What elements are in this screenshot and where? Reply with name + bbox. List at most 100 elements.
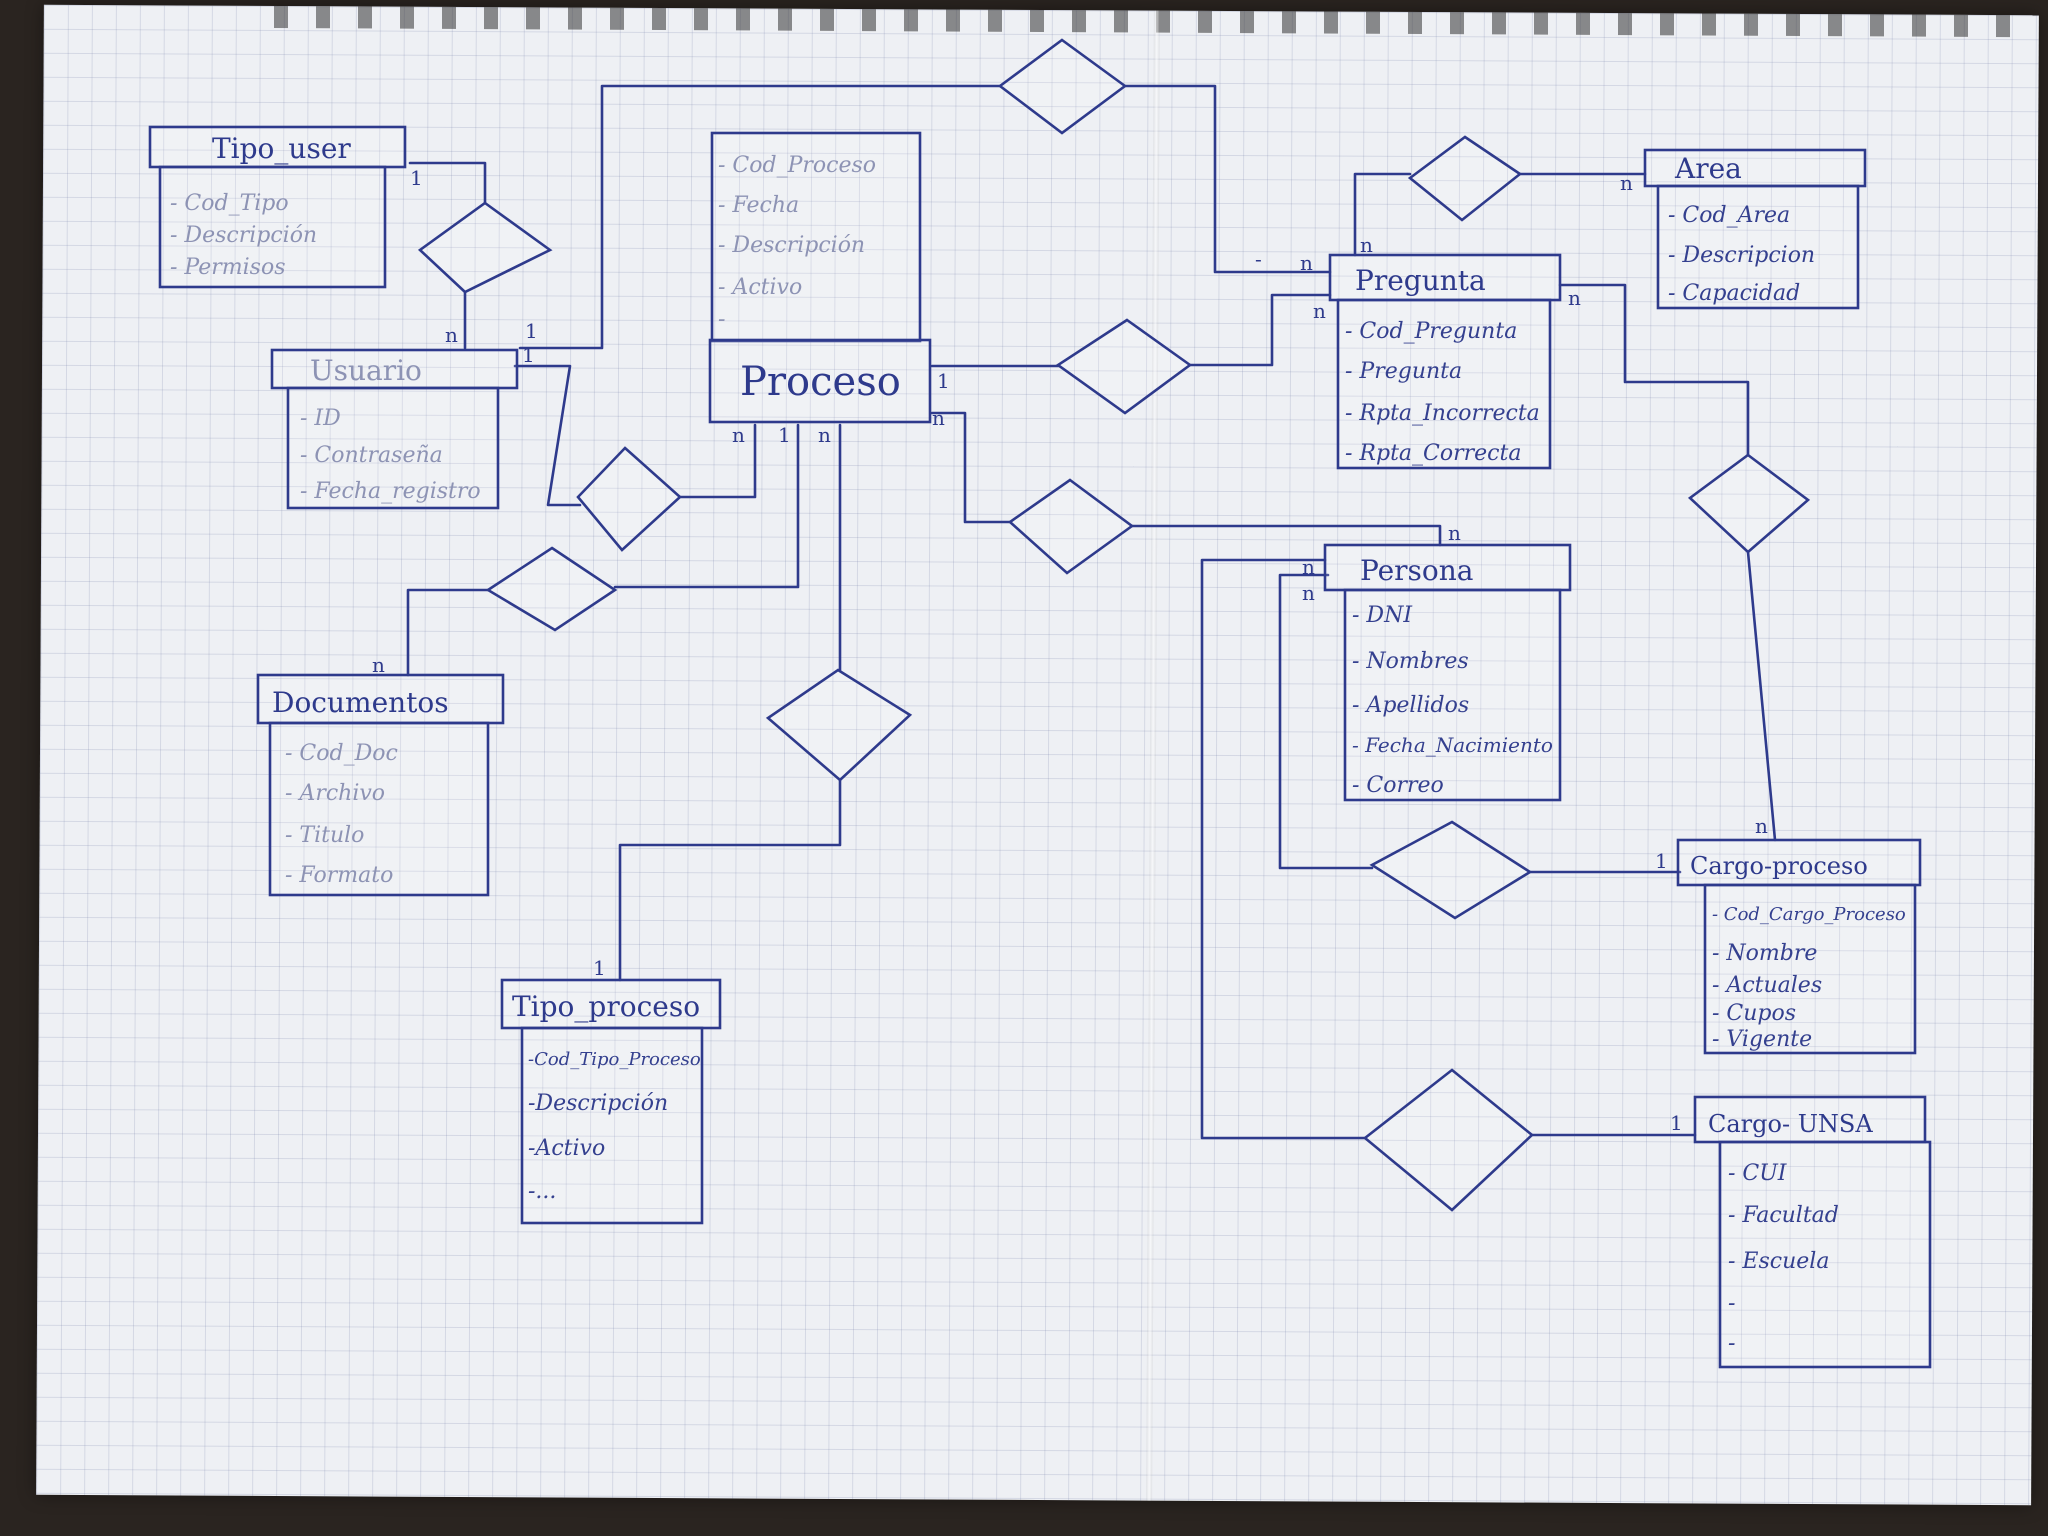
entity-title: Tipo_user (212, 132, 351, 165)
cardinality-label: 1 (1670, 1111, 1683, 1135)
entity-attribute: - Contraseña (300, 443, 443, 468)
cardinality-label: - (1255, 247, 1262, 271)
line-proceso-tipo-proceso (618, 423, 842, 982)
relationship-diamond (485, 546, 618, 632)
entity-proceso: - Cod_Proceso - Fecha - Descripción - Ac… (708, 131, 932, 424)
relationship-diamond (417, 201, 553, 294)
cardinality-label: 1 (410, 166, 423, 190)
entity-attribute: - Formato (285, 863, 393, 888)
entity-title: Proceso (740, 359, 901, 405)
entity-attribute: - Cod_Cargo_Proceso (1712, 904, 1906, 925)
cardinality-label: n (1302, 555, 1315, 579)
cardinality-label: n (1755, 814, 1768, 838)
relationship-diamond (1407, 135, 1523, 222)
entity-attribute: -Activo (528, 1136, 605, 1161)
cardinality-label: n (1448, 521, 1461, 545)
entity-attribute: - Rpta_Incorrecta (1345, 401, 1540, 426)
relationship-diamond (765, 668, 913, 782)
entity-attribute: - Cupos (1712, 1001, 1796, 1026)
entity-attribute: - CUI (1728, 1161, 1788, 1186)
cardinality-label: n (818, 423, 831, 447)
entity-area: Area - Cod_Area - Descripcion - Capacida… (1643, 148, 1867, 310)
entity-attribute: - Titulo (285, 823, 364, 848)
cardinality-label: n (732, 423, 745, 447)
entity-usuario: Usuario - ID - Contraseña - Fecha_regist… (270, 348, 519, 510)
entity-attribute: - Fecha_registro (300, 479, 481, 504)
line-proceso-persona (930, 411, 1442, 547)
relationship-diamond (1007, 478, 1135, 575)
entity-attribute: -... (528, 1179, 556, 1204)
entity-attribute: - Cod_Pregunta (1345, 319, 1517, 344)
entity-title: Cargo- UNSA (1708, 1110, 1873, 1138)
entity-cargo-unsa: Cargo- UNSA - CUI - Facultad - Escuela -… (1693, 1095, 1932, 1369)
entity-attribute: - Rpta_Correcta (1345, 441, 1521, 466)
line-usuario-proceso (513, 364, 757, 507)
entity-attribute: - Actuales (1712, 973, 1822, 998)
entity-attribute: - (1728, 1291, 1735, 1316)
entity-pregunta: Pregunta - Cod_Pregunta - Pregunta - Rpt… (1328, 253, 1562, 470)
entity-attribute: - Descripcion (1668, 243, 1815, 268)
entity-title: Documentos (272, 686, 449, 719)
entity-attribute: - Permisos (170, 255, 286, 280)
entity-attribute: - Cod_Doc (285, 741, 398, 766)
relationship-diamond (576, 446, 682, 552)
entity-attribute: - Facultad (1728, 1203, 1839, 1228)
entity-attribute: - Archivo (285, 781, 385, 806)
cardinality-label: n (1568, 286, 1581, 310)
entity-attribute: - Fecha (718, 193, 799, 218)
entity-attribute: - DNI (1352, 603, 1413, 628)
entity-title: Tipo_proceso (512, 990, 700, 1023)
relationship-lines (406, 84, 1777, 1140)
entity-attribute: - Escuela (1728, 1249, 1829, 1274)
entity-title: Area (1674, 152, 1742, 185)
entity-attribute: - Correo (1352, 773, 1444, 798)
entity-persona: Persona - DNI - Nombres - Apellidos - Fe… (1323, 543, 1572, 802)
cardinality-label: n (1360, 233, 1373, 257)
cardinality-label: n (445, 323, 458, 347)
entity-tipo-proceso: Tipo_proceso -Cod_Tipo_Proceso -Descripc… (500, 978, 722, 1225)
relationship-diamonds (417, 38, 1811, 1212)
entity-cargo-proceso: Cargo-proceso - Cod_Cargo_Proceso - Nomb… (1676, 838, 1922, 1055)
cardinality-label: 1 (1655, 849, 1668, 873)
cardinality-label: n (1620, 171, 1633, 195)
entity-title: Persona (1360, 554, 1474, 587)
entity-attribute: - (1728, 1331, 1735, 1356)
entity-attribute: - Cod_Proceso (718, 153, 876, 178)
cardinality-label: n (932, 406, 945, 430)
line-pregunta-cargo-proceso (1558, 283, 1777, 842)
cardinality-label: n (1313, 299, 1326, 323)
entity-attribute: - Cod_Area (1668, 203, 1790, 228)
relationship-diamond (1369, 820, 1533, 920)
cardinality-label: n (1302, 581, 1315, 605)
cardinality-label: 1 (937, 369, 950, 393)
entity-attribute: - Cod_Tipo (170, 191, 289, 216)
line-proceso-pregunta (930, 293, 1332, 368)
entity-attribute: - Vigente (1712, 1027, 1812, 1052)
entity-attribute: -Descripción (528, 1091, 668, 1116)
cardinality-label: n (1300, 251, 1313, 275)
cardinality-labels: 1 n 1 1 - n n n n n 1 n n 1 n n 1 n n n … (372, 166, 1768, 1135)
entity-attribute: - Activo (718, 275, 802, 300)
relationship-diamond (1055, 318, 1193, 415)
relationship-diamond (1362, 1068, 1534, 1212)
entity-attribute: - (718, 307, 725, 332)
cardinality-label: 1 (525, 319, 538, 343)
entity-attribute: - ID (300, 406, 341, 431)
entity-attribute: - Nombres (1352, 649, 1469, 674)
entity-tipo-user: Tipo_user - Cod_Tipo - Descripción - Per… (148, 125, 407, 289)
entity-title: Pregunta (1355, 264, 1486, 297)
relationship-diamond (1687, 453, 1811, 554)
line-pregunta-area (1353, 172, 1647, 257)
line-proceso-documentos (406, 423, 800, 677)
entity-documentos: Documentos - Cod_Doc - Archivo - Titulo … (256, 673, 505, 897)
entity-attribute: -Cod_Tipo_Proceso (528, 1049, 701, 1070)
entity-attribute: - Pregunta (1345, 359, 1462, 384)
entity-title: Cargo-proceso (1690, 852, 1868, 880)
relationship-diamond (997, 38, 1128, 135)
line-persona-cargo-proceso (1278, 573, 1682, 874)
cardinality-label: 1 (522, 343, 535, 367)
entity-attribute: - Nombre (1712, 941, 1817, 966)
line-tipo-user-usuario (408, 161, 487, 350)
cardinality-label: 1 (778, 423, 791, 447)
